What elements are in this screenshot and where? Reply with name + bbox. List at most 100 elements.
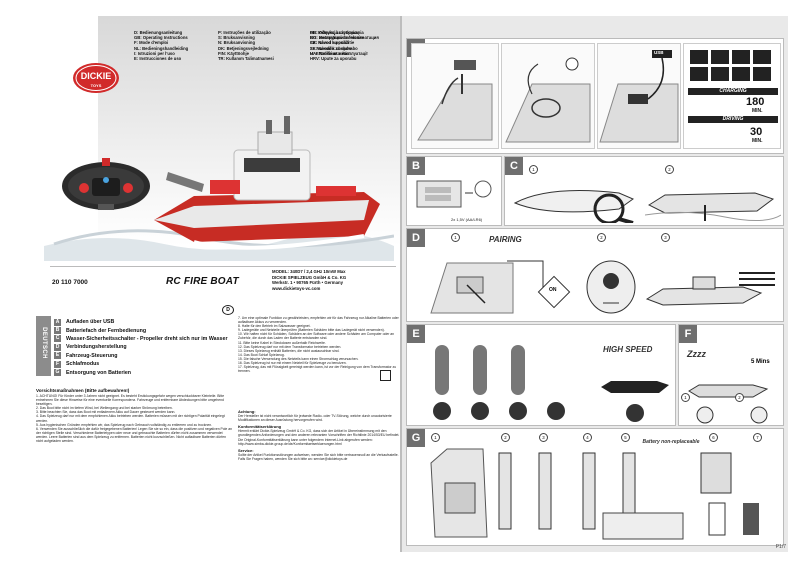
warning-item: 5. Aus hygienischen Gründen empfehlen wi… (36, 422, 213, 427)
warning-item: 6. Verwenden Sie ausschließlich die dafü… (36, 426, 233, 444)
language-entry: RO: Instrucţiuni de folosire (310, 35, 364, 41)
panel-b: B 2x 1,5V (AA/LR6) (406, 156, 502, 226)
conformity-title: Konformitätserklärung (238, 424, 282, 430)
language-entry: NL: Bedieningshandleiding (134, 45, 189, 51)
pairing-title: PAIRING (489, 235, 522, 244)
language-entry: GR: Οδηγίες λειτουργίας (310, 30, 360, 35)
charge-time: 180 (746, 96, 765, 108)
article-number: 20 110 7000 (52, 279, 88, 286)
legend-text: Batteriefach der Fernbedienung (66, 327, 147, 334)
check-icon (753, 67, 771, 81)
service-title: Service: (238, 447, 254, 453)
high-speed-title: HIGH SPEED (603, 345, 653, 354)
panel-d: D 1 PAIRING ON 2 3 (406, 228, 784, 322)
usb-label: USB (654, 50, 664, 55)
achtung-title: Achtung: (238, 409, 256, 414)
step-cable (501, 43, 595, 149)
panel-e: E HIGH SPEED (406, 324, 676, 426)
note-item: 11. Bitte keine Kabel in Steckdosen auße… (238, 340, 326, 345)
step-number: 1 (529, 165, 538, 174)
legend-key: F (54, 360, 61, 368)
note-item: 7. Um eine optimale Funktion zu gewährle… (238, 316, 399, 325)
logo-text: DICKIE (81, 71, 112, 81)
step-number: 2 (735, 393, 744, 402)
page-number: P1/7 (775, 544, 786, 550)
battery-note: Battery non-replaceable (642, 439, 700, 445)
warnings-list: 1. ACHTUNG! Für Kinder unter 3 Jahren ni… (36, 394, 234, 443)
on-label: ON (549, 287, 557, 293)
language-entry: BG: Инструкции за експлоатация (310, 35, 379, 41)
panel-label: D (407, 229, 425, 247)
company-line: DICKIE SPIELZEUG GmbH & Co. KG (272, 274, 347, 280)
note-item: 17. Spielzeug, das mit Flüssigkeit gerei… (238, 365, 397, 374)
sleep-zzz: Zzzz (687, 349, 706, 359)
panel-a: A USB (406, 38, 784, 154)
step-number: 6 (709, 433, 718, 442)
language-column: P: Instruções de utilização S: Bruksanvi… (218, 30, 308, 61)
usb-icon (690, 50, 708, 64)
warning-item: 4. Das Spielzeug darf nur mit dem empfoh… (36, 414, 225, 423)
panel-f: F Zzzz 5 Mins 1 2 (678, 324, 784, 426)
panel-g: G 1 2 3 4 5 6 7 Battery non-replaceable (406, 428, 784, 546)
step-number: 3 (661, 233, 670, 242)
language-marker: D (222, 305, 234, 315)
note-item: 10. Wir haften nicht für Schäden, Schäde… (238, 332, 395, 341)
legend-text: Fahrzeug-Steuerung (66, 352, 118, 359)
driving-banner: DRIVING (688, 116, 778, 123)
panel-label: B (407, 157, 425, 175)
legend-item: D Verbindungsherstellung (54, 343, 238, 351)
product-hero-image (44, 116, 394, 261)
panel-label: E (407, 325, 425, 343)
remote-control-illustration (62, 158, 150, 210)
language-entry: P: Instruções de utilização (218, 30, 271, 35)
sleep-time: 5 Mins (751, 359, 770, 365)
socket-icon (690, 67, 708, 81)
panel-c: C 1 2 (504, 156, 784, 226)
charge-icons (690, 50, 771, 81)
language-entry: I: Istruzioni per l'uso (134, 50, 175, 56)
note-item: 14. Das Boot Schlaf Spielzeug. (238, 352, 285, 357)
drive-unit: MIN. (752, 138, 763, 144)
warning-item: 3. Bitte beachten Sie, dass das Boot mit… (36, 410, 176, 415)
battery-icon (732, 67, 750, 81)
section-label: DEUTSCH (41, 327, 47, 359)
legend-text: Wasser-Sicherheitsschalter - Propeller d… (66, 335, 228, 342)
notes-list: 7. Um eine optimale Funktion zu gewährle… (238, 316, 400, 373)
step-number: 3 (539, 433, 548, 442)
language-entry: H: Kezelési utasítás (310, 50, 350, 56)
language-column: GR: Οδηγίες λειτουργίας BG: Инструкции з… (310, 30, 400, 61)
language-index-right: PL: Instrukcja użytkowania RO: Instrucţi… (310, 30, 400, 56)
note-item: 8. Halte für den Betrieb im Salzwasser g… (238, 324, 311, 329)
panel-label: G (407, 429, 425, 447)
step-number: 1 (431, 433, 440, 442)
note-item: 16. Das Spielzeug ist nur mit einem Netz… (238, 361, 347, 366)
warning-item: 2. Das Boot bitte nicht im tiefem Wind, … (36, 406, 173, 411)
charging-banner: CHARGING (688, 88, 778, 95)
legend-text: Schlafmodus (66, 361, 100, 368)
service-text: Sollte der Artikel Funktionsstörungen au… (238, 452, 399, 461)
language-entry: F: Mode d'emploi (134, 40, 169, 46)
step-number: 2 (597, 233, 606, 242)
charge-unit: MIN. (752, 108, 763, 114)
company-line: Werkstr. 1 • 90765 Fürth • Germany (272, 280, 343, 285)
product-info-row: 20 110 7000 RC FIRE BOAT MODEL: 340D7 / … (50, 266, 396, 307)
page-fold (400, 16, 402, 552)
legend-key: D (54, 343, 61, 351)
warnings-title: Vorsichtsmaßnahmen (Bitte aufbewahren!) (36, 388, 130, 393)
note-item: 15. Die falsche Verwendung des Netzteils… (238, 356, 359, 361)
step-number: 7 (753, 433, 762, 442)
logo-subtext: TOYS (91, 83, 102, 88)
drive-time: 30 (750, 126, 763, 138)
step-number: 2 (501, 433, 510, 442)
section-tab: DEUTSCH (36, 316, 51, 376)
legend-text: Verbindungsherstellung (66, 344, 127, 351)
conformity-text: Hiermit erklärt Dickie-Spielzeug GmbH & … (238, 429, 400, 446)
language-entry: TR: Kullanım Talimatnamesi (218, 56, 274, 62)
legend-key: G (54, 369, 61, 377)
step-number: 5 (621, 433, 630, 442)
note-item: 9. Ladegeräte und Netzteile überprüfen (… (238, 328, 385, 333)
